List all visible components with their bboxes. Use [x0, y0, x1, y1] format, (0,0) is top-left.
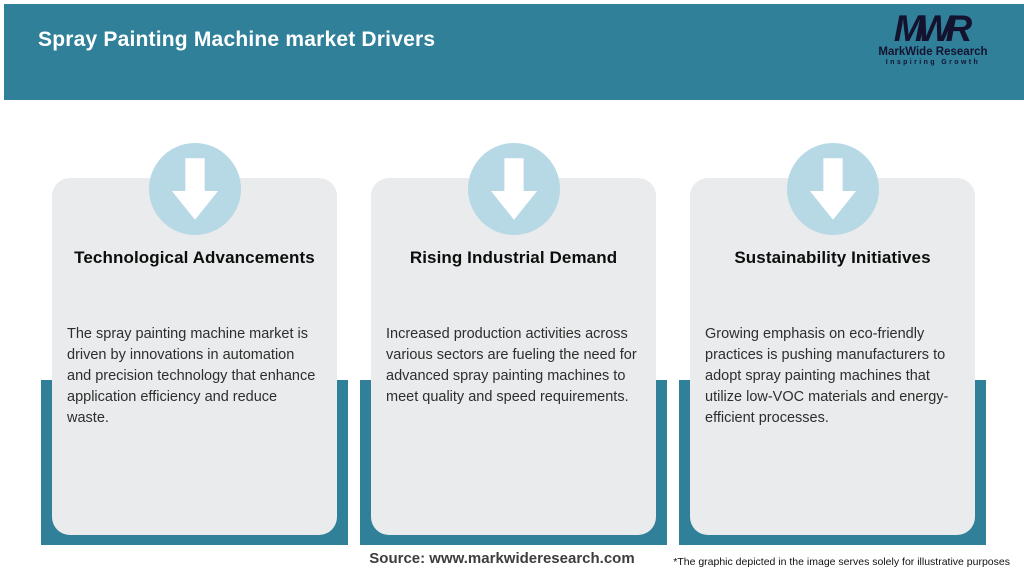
card-panel: Sustainability Initiatives Growing empha…	[690, 178, 975, 535]
card-title: Rising Industrial Demand	[409, 248, 618, 267]
logo-mwr-monogram: MWR	[893, 8, 972, 49]
page-title: Spray Painting Machine market Drivers	[38, 28, 436, 51]
driver-card-rising-industrial-demand: Rising Industrial Demand Increased produ…	[360, 143, 667, 545]
logo-company-name: MarkWide Research	[878, 45, 988, 58]
card-body-text: Growing emphasis on eco-friendly practic…	[705, 326, 949, 426]
driver-card-technological-advancements: Technological Advancements The spray pai…	[41, 143, 348, 545]
card-title: Technological Advancements	[74, 248, 315, 267]
card-body-text: The spray painting machine market is dri…	[67, 326, 316, 426]
header-bar: Spray Painting Machine market Drivers MW…	[4, 4, 1024, 100]
card-title: Sustainability Initiatives	[734, 248, 931, 267]
down-arrow-icon	[786, 143, 879, 235]
down-arrow-icon	[467, 143, 560, 235]
disclaimer-text: *The graphic depicted in the image serve…	[673, 556, 1010, 568]
markwide-research-logo: MWR MarkWide Research Inspiring Growth	[858, 8, 1008, 66]
logo-tagline: Inspiring Growth	[885, 58, 981, 66]
card-body-text: Increased production activities across v…	[386, 326, 637, 405]
card-panel: Technological Advancements The spray pai…	[52, 178, 337, 535]
source-text: Source: www.markwideresearch.com	[369, 550, 635, 567]
card-panel: Rising Industrial Demand Increased produ…	[371, 178, 656, 535]
down-arrow-icon	[148, 143, 241, 235]
driver-card-sustainability-initiatives: Sustainability Initiatives Growing empha…	[679, 143, 986, 545]
